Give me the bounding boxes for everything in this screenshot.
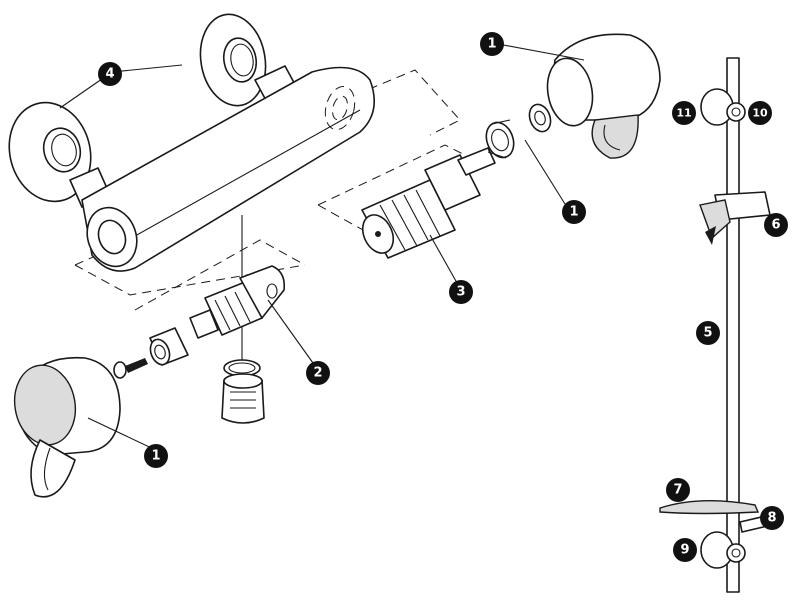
right-handle — [546, 33, 661, 159]
callout-6: 6 — [764, 213, 788, 237]
wall-flange-upper — [199, 13, 267, 107]
callout-label: 4 — [105, 67, 114, 82]
left-handle — [13, 356, 121, 498]
callout-1-adaptor: 1 — [562, 200, 586, 224]
callout-label: 9 — [680, 543, 689, 558]
callout-label: 6 — [771, 218, 780, 233]
thermostatic-cartridge — [361, 147, 496, 259]
valve-body — [69, 65, 376, 272]
callout-label: 7 — [673, 483, 682, 498]
callout-label: 3 — [456, 285, 465, 300]
callout-label: 1 — [569, 205, 578, 220]
callout-label: 10 — [752, 107, 768, 120]
callout-3: 3 — [449, 280, 473, 304]
callout-label: 2 — [313, 366, 322, 381]
callout-8: 8 — [760, 506, 784, 530]
callout-2: 2 — [306, 361, 330, 385]
callout-1-left-handle: 1 — [144, 444, 168, 468]
callout-10: 10 — [748, 101, 772, 125]
callout-label: 1 — [151, 449, 160, 464]
callout-4: 4 — [98, 62, 122, 86]
spline-adaptor — [149, 327, 189, 366]
handle-screw — [113, 358, 148, 379]
seal-sleeve — [221, 359, 265, 424]
callout-7: 7 — [666, 478, 690, 502]
callout-label: 8 — [767, 511, 776, 526]
callout-11: 11 — [672, 101, 696, 125]
wall-flange-lower — [8, 101, 92, 203]
flow-cartridge — [189, 265, 286, 339]
callout-5: 5 — [696, 321, 720, 345]
callout-1-right-handle: 1 — [480, 32, 504, 56]
callout-9: 9 — [673, 538, 697, 562]
shower-rail — [659, 57, 773, 593]
callout-label: 11 — [676, 107, 691, 120]
callout-label: 5 — [703, 326, 712, 341]
retaining-nut — [485, 119, 515, 159]
callout-label: 1 — [487, 37, 496, 52]
